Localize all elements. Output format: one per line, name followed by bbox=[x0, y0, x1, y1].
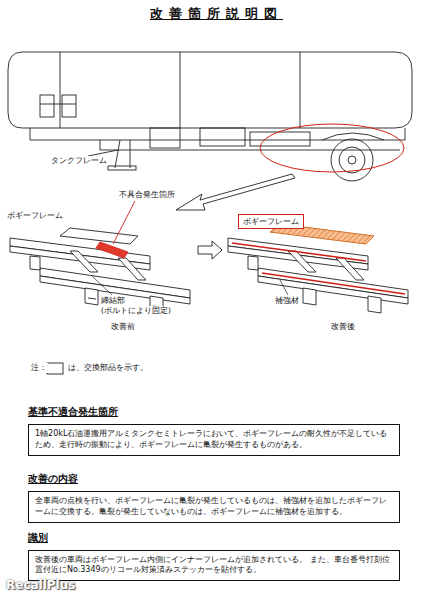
bogie-frame-before bbox=[10, 228, 190, 313]
reinforcement bbox=[232, 243, 405, 294]
section-text: 1軸20kL石油運搬用アルミタンクセミトレーラにおいて、ボギーフレームの耐久性が… bbox=[28, 424, 400, 456]
watermark: RecallPlus bbox=[6, 578, 75, 592]
part-label: ボギーフレーム bbox=[6, 211, 64, 221]
part-note: (ボルトにより固定) bbox=[100, 306, 172, 315]
note-sample-box bbox=[47, 363, 63, 374]
section-box: 基準不適合発生箇所 1軸20kL石油運搬用アルミタンクセミトレーラにおいて、ボギー… bbox=[28, 405, 400, 456]
crack-area bbox=[96, 242, 128, 258]
change-arrow bbox=[198, 241, 222, 259]
leader-line bbox=[280, 280, 288, 295]
section-text: 全車両の点検を行い、ボギーフレームに亀裂が発生しているものは、補強材を追加したボ… bbox=[28, 491, 400, 523]
part-label: 締結部 bbox=[100, 296, 126, 305]
highlight-ellipse bbox=[260, 124, 404, 172]
part-label: ボギーフレーム bbox=[238, 214, 304, 229]
leader-line bbox=[113, 201, 135, 244]
part-label: 補強材 bbox=[274, 296, 300, 306]
view-caption: 改善後 bbox=[330, 322, 356, 332]
note-label: 注： bbox=[30, 363, 48, 373]
part-label: タンクフレーム bbox=[50, 156, 108, 166]
callout-label: 不具合発生箇所 bbox=[118, 190, 176, 200]
section-heading: 改善の内容 bbox=[28, 472, 400, 486]
section-box: 改善の内容全車両の点検を行い、ボギーフレームに亀裂が発生しているものは、補強材を… bbox=[28, 472, 400, 523]
bogie-frame-after bbox=[228, 238, 408, 313]
note-text: は、交換部品を示す。 bbox=[67, 363, 149, 373]
tank-trailer bbox=[8, 52, 412, 181]
leader-line bbox=[92, 276, 112, 295]
pointer-arrow bbox=[176, 174, 295, 210]
page-title: 改善箇所説明図 bbox=[150, 6, 283, 22]
section-text: 改善後の車両はボギーフレーム内側にインナーフレームが追加されている。 また、車台… bbox=[28, 550, 400, 582]
section-box: 識別改善後の車両はボギーフレーム内側にインナーフレームが追加されている。 また、… bbox=[28, 531, 400, 582]
section-heading: 識別 bbox=[28, 531, 400, 545]
section-heading: 基準不適合発生箇所 bbox=[28, 405, 400, 419]
view-caption: 改善前 bbox=[110, 322, 136, 332]
part-tag: ボギーフレーム bbox=[238, 209, 304, 229]
